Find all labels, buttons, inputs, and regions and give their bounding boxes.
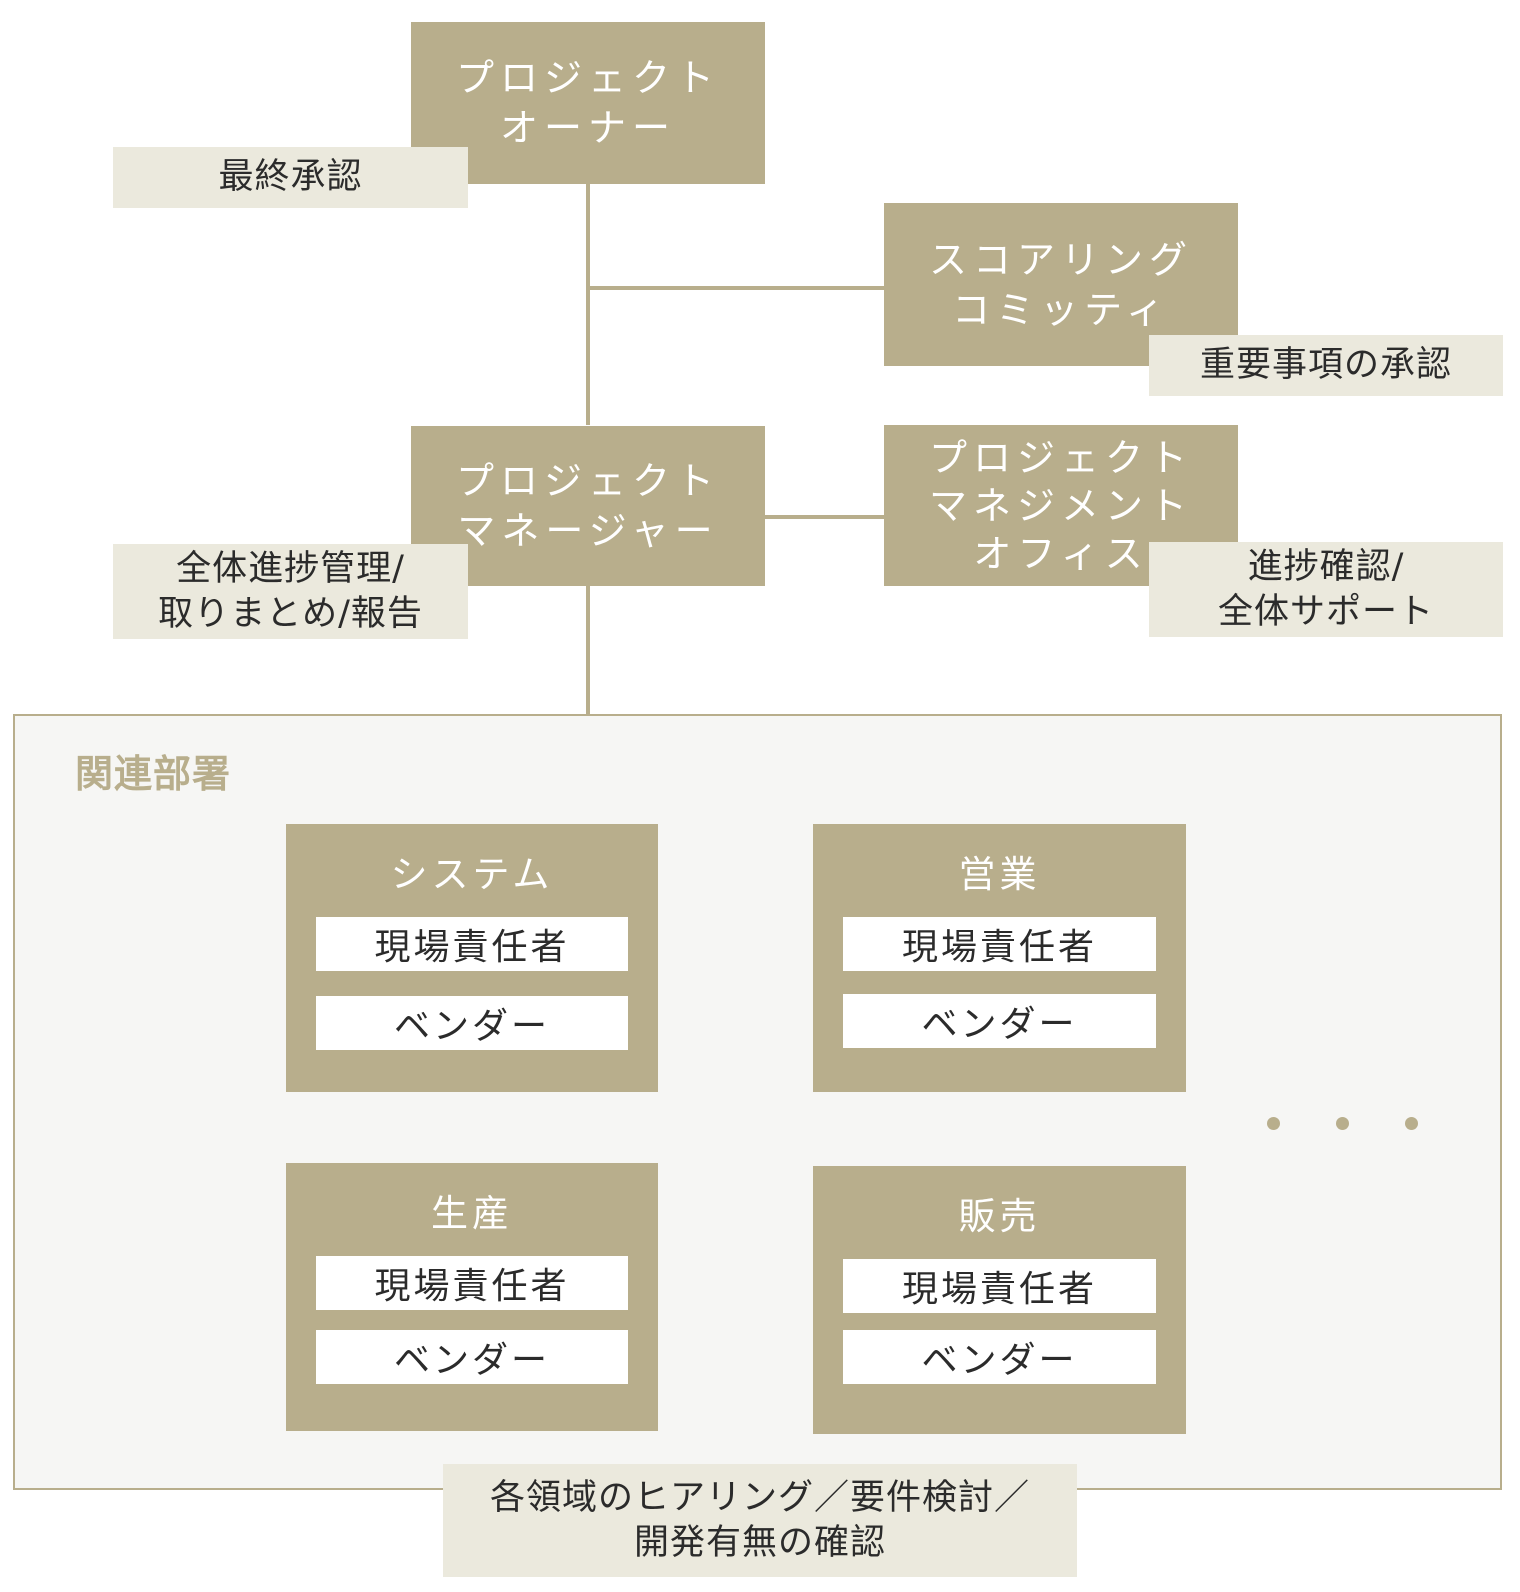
pmo-label-line-2: マネジメント: [928, 483, 1193, 528]
related-departments-title: 関連部署: [75, 752, 232, 796]
manager-to-departments-line: [586, 585, 590, 715]
department-retail: 販売 現場責任者 ベンダー: [813, 1166, 1186, 1434]
pmo-label-line-3: オフィス: [973, 531, 1149, 576]
pmo-note-line-2: 全体サポート: [1217, 591, 1434, 632]
pmo-note-line-1: 進捗確認/: [1247, 546, 1405, 587]
related-departments-note: 各領域のヒアリング／要件検討／ 開発有無の確認: [443, 1464, 1077, 1577]
department-production-name: 生産: [431, 1192, 513, 1235]
department-system: システム 現場責任者 ベンダー: [286, 824, 658, 1092]
ellipsis-dot-2: [1336, 1117, 1349, 1130]
pmo-note: 進捗確認/ 全体サポート: [1149, 542, 1503, 637]
related-departments-note-line-2: 開発有無の確認: [633, 1522, 886, 1563]
department-sales-site-manager: 現場責任者: [843, 917, 1156, 971]
project-owner-label-line-1: プロジェクト: [455, 56, 720, 100]
project-owner-label-line-2: オーナー: [499, 106, 676, 150]
owner-to-committee-line: [588, 286, 884, 290]
department-system-vendor: ベンダー: [316, 996, 628, 1050]
owner-to-manager-line: [586, 183, 590, 425]
department-retail-site-manager: 現場責任者: [843, 1259, 1156, 1313]
scoring-committee-label-line-1: スコアリング: [928, 237, 1193, 282]
department-sales-vendor: ベンダー: [843, 994, 1156, 1048]
department-retail-vendor: ベンダー: [843, 1330, 1156, 1384]
department-sales-name: 営業: [958, 853, 1041, 896]
pmo-box: プロジェクト マネジメント オフィス: [884, 425, 1238, 586]
manager-to-pmo-line: [765, 515, 885, 519]
scoring-committee-note: 重要事項の承認: [1149, 335, 1503, 396]
department-sales: 営業 現場責任者 ベンダー: [813, 824, 1186, 1092]
project-owner-note-text: 最終承認: [218, 157, 363, 197]
department-system-name: システム: [390, 853, 554, 896]
project-manager-label-line-1: プロジェクト: [455, 459, 720, 503]
department-system-site-manager: 現場責任者: [316, 917, 628, 971]
department-production-site-manager: 現場責任者: [316, 1256, 628, 1310]
related-departments-panel: 関連部署 システム 現場責任者 ベンダー 営業 現場責任者 ベンダー 生産 現場…: [13, 714, 1502, 1490]
pmo-label-line-1: プロジェクト: [928, 435, 1193, 480]
department-production-vendor: ベンダー: [316, 1330, 628, 1384]
project-manager-box: プロジェクト マネージャー: [411, 426, 765, 586]
project-manager-note-line-1: 全体進捗管理/: [176, 548, 405, 589]
project-manager-note-line-2: 取りまとめ/報告: [158, 593, 423, 634]
project-manager-label-line-2: マネージャー: [457, 509, 719, 553]
department-retail-name: 販売: [958, 1195, 1041, 1238]
scoring-committee-note-text: 重要事項の承認: [1199, 345, 1452, 385]
department-production: 生産 現場責任者 ベンダー: [286, 1163, 658, 1431]
scoring-committee-label-line-2: コミッティ: [952, 287, 1170, 332]
ellipsis-dot-3: [1405, 1117, 1418, 1130]
ellipsis-dot-1: [1267, 1117, 1280, 1130]
related-departments-note-line-1: 各領域のヒアリング／要件検討／: [489, 1477, 1030, 1518]
project-owner-note: 最終承認: [113, 147, 468, 208]
project-manager-note: 全体進捗管理/ 取りまとめ/報告: [113, 544, 468, 639]
project-owner-box: プロジェクト オーナー: [411, 22, 765, 184]
